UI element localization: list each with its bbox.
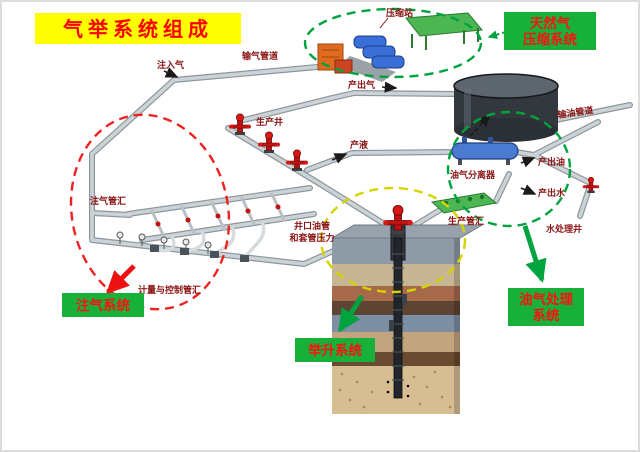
label-injection-gas: 注入气 [157, 59, 184, 71]
lifting-system-label: 举升系统 [295, 338, 375, 362]
well-tubing [386, 225, 410, 399]
page-title: 气举系统组成 [35, 13, 241, 44]
flow-arrow-icon [520, 156, 536, 168]
label-produced-oil: 产出油 [538, 156, 565, 168]
label-production-manifold: 生产管汇 [448, 215, 484, 227]
label-compressor-station: 压缩站 [386, 7, 413, 19]
flow-arrow-icon [163, 67, 179, 78]
label-background [504, 12, 596, 50]
green-skid [405, 12, 483, 50]
label-wellhead-pressure-line1: 井口油管 [294, 220, 330, 232]
label-produced-gas: 产出气 [348, 79, 375, 91]
title-text: 气举系统组成 [62, 17, 213, 41]
compression-callout-arrow [487, 30, 507, 39]
compression-system-ellipse [303, 7, 483, 79]
sand-texture [338, 370, 452, 409]
lifting-system-text: 举升系统 [307, 342, 362, 359]
gas-lift-valve-mandrel [389, 320, 394, 331]
valve-icon [185, 217, 191, 223]
pump-block [210, 251, 219, 258]
label-oil-gas-separator: 油气分离器 [450, 169, 496, 181]
lifting-callout-arrow [337, 294, 365, 333]
compression-system-label: 天然气 压缩系统 [504, 12, 596, 50]
label-produced-liquid: 产液 [350, 139, 369, 151]
label-produced-water: 产出水 [538, 187, 566, 199]
gas-lift-valve-mandrel [402, 294, 407, 305]
label-water-treatment-well: 水处理井 [546, 223, 582, 235]
processing-system-text-1: 油气处理 [519, 291, 573, 308]
oil-gas-separator [451, 137, 519, 165]
label-production-well: 生产井 [256, 116, 283, 128]
gauges [116, 231, 212, 254]
label-background [295, 338, 375, 362]
pump-block [180, 248, 189, 255]
injection-system-text: 注气系统 [76, 297, 130, 314]
pump-block [240, 255, 249, 262]
wellbore-cross-section [330, 224, 484, 414]
lifting-system-ellipse [319, 186, 467, 294]
injection-callout-arrow [105, 264, 136, 295]
processing-callout-arrow [522, 225, 547, 283]
valve-icon [245, 208, 251, 214]
label-gas-pipeline: 输气管道 [242, 50, 278, 62]
flow-arrows [163, 67, 537, 195]
perforations [386, 380, 410, 398]
hose [242, 221, 266, 260]
storage-tank [453, 73, 559, 142]
title-background [35, 13, 241, 44]
compression-system-text-1: 天然气 [530, 15, 571, 32]
label-background [62, 293, 144, 317]
block-edge-shade [454, 238, 460, 414]
processing-system-ellipse [446, 110, 572, 228]
label-metering-control-manifold: 计量与控制管汇 [138, 284, 201, 296]
injection-system-label: 注气系统 [62, 293, 144, 317]
ground-surface [330, 224, 484, 239]
label-wellhead-pressure-line2: 和套管压力 [288, 232, 334, 244]
injection-system-ellipse [69, 113, 231, 311]
label-background [508, 288, 584, 326]
label-pointer [379, 17, 389, 29]
flow-arrow-icon [520, 184, 537, 195]
flow-arrow-icon [331, 153, 348, 164]
label-injection-manifold: 注气管汇 [90, 195, 126, 207]
injection-manifold-cluster [116, 192, 286, 262]
label-oil-pipeline: 输油管道 [557, 104, 594, 121]
processing-system-text-2: 系统 [533, 307, 561, 324]
valve-icon [155, 221, 161, 227]
compression-system-text-2: 压缩系统 [523, 31, 577, 48]
dashed-flow-arrow-icon [469, 113, 492, 137]
compressor-station [317, 12, 483, 82]
processing-system-label: 油气处理 系统 [508, 288, 584, 326]
valve-icon [215, 213, 221, 219]
valve-icon [275, 204, 281, 210]
pump-block [150, 245, 159, 252]
flow-arrow-icon [381, 81, 398, 93]
compressor-units [353, 35, 405, 69]
